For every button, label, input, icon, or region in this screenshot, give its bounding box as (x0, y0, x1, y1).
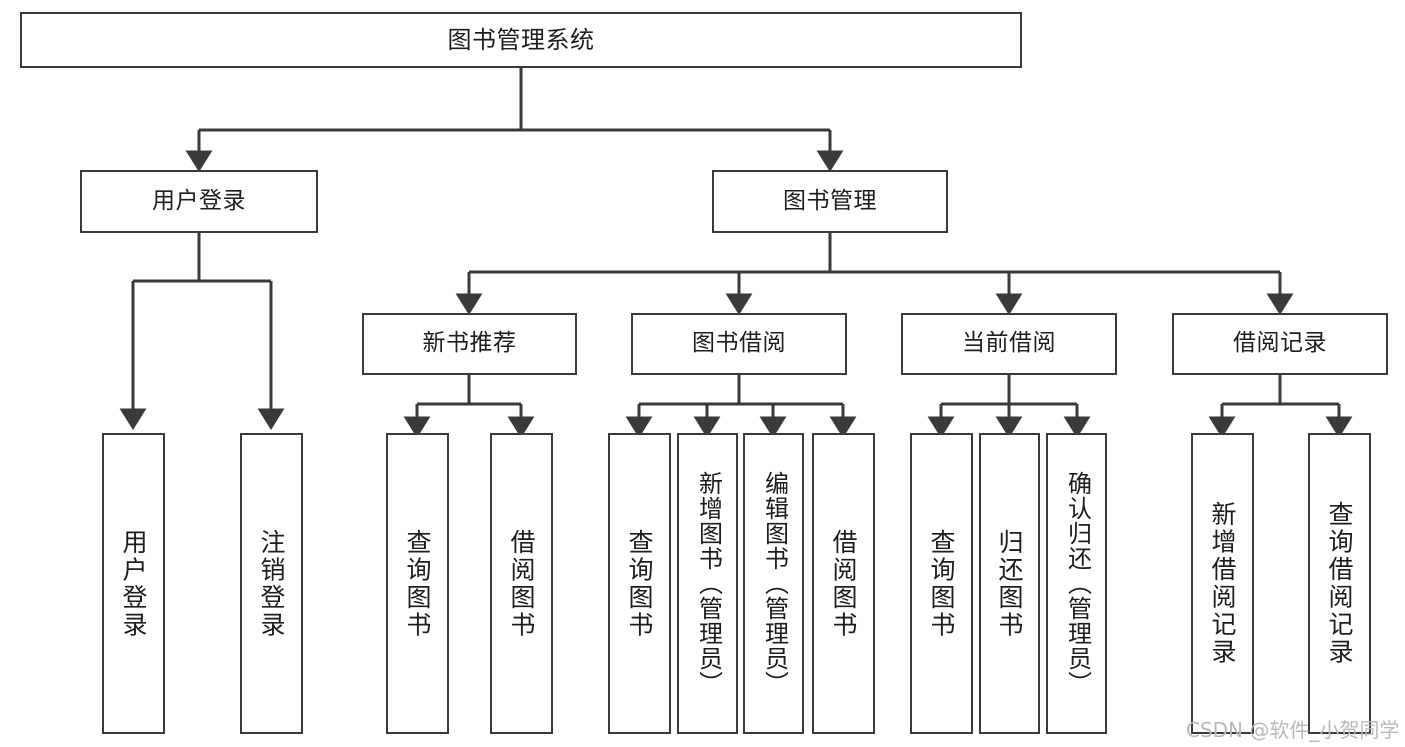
node-label: 编辑图书（管理员） (760, 471, 789, 696)
leaf-user-login[interactable]: 用户登录 (102, 433, 165, 734)
leaf-current-return-book[interactable]: 归还图书 (979, 433, 1040, 734)
node-label: 图书借阅 (692, 330, 786, 357)
node-current-borrow[interactable]: 当前借阅 (901, 313, 1117, 375)
leaf-borrow-query-book[interactable]: 查询图书 (608, 433, 671, 734)
node-label: 确认归还（管理员） (1063, 471, 1092, 696)
leaf-current-confirm-return-admin[interactable]: 确认归还（管理员） (1046, 433, 1107, 734)
leaf-borrow-add-book-admin[interactable]: 新增图书（管理员） (677, 433, 738, 734)
node-label: 用户登录 (152, 187, 246, 214)
node-label: 查询图书 (403, 528, 432, 639)
node-label: 借阅图书 (829, 528, 858, 639)
node-label: 归还图书 (995, 528, 1024, 639)
node-label: 借阅记录 (1233, 330, 1327, 357)
node-label: 当前借阅 (962, 330, 1056, 357)
leaf-borrow-lend-book[interactable]: 借阅图书 (812, 433, 875, 734)
node-label: 新增借阅记录 (1208, 501, 1237, 666)
leaf-record-add-record[interactable]: 新增借阅记录 (1191, 433, 1254, 734)
csdn-watermark: CSDN @软件_小贺同学 (1186, 718, 1400, 742)
node-label: 新增图书（管理员） (694, 471, 723, 696)
leaf-recommend-query-book[interactable]: 查询图书 (386, 433, 449, 734)
node-label: 用户登录 (119, 528, 148, 639)
leaf-record-query-record[interactable]: 查询借阅记录 (1308, 433, 1371, 734)
node-label: 查询图书 (927, 528, 956, 639)
node-label: 查询图书 (625, 528, 654, 639)
node-new-book-recommend[interactable]: 新书推荐 (362, 313, 577, 375)
node-label: 借阅图书 (507, 528, 536, 639)
leaf-current-query-book[interactable]: 查询图书 (910, 433, 973, 734)
node-label: 注销登录 (257, 528, 286, 639)
node-book-management[interactable]: 图书管理 (712, 170, 948, 233)
leaf-borrow-edit-book-admin[interactable]: 编辑图书（管理员） (743, 433, 804, 734)
leaf-recommend-borrow-book[interactable]: 借阅图书 (490, 433, 553, 734)
node-label: 图书管理 (783, 187, 877, 214)
node-label: 新书推荐 (422, 330, 517, 357)
node-book-borrow[interactable]: 图书借阅 (631, 313, 847, 375)
node-book-management-system[interactable]: 图书管理系统 (20, 12, 1022, 68)
node-label: 查询借阅记录 (1325, 501, 1354, 666)
node-label: 图书管理系统 (447, 25, 595, 54)
leaf-user-logout[interactable]: 注销登录 (240, 433, 303, 734)
node-user-login[interactable]: 用户登录 (80, 170, 318, 233)
node-borrow-record[interactable]: 借阅记录 (1172, 313, 1388, 375)
